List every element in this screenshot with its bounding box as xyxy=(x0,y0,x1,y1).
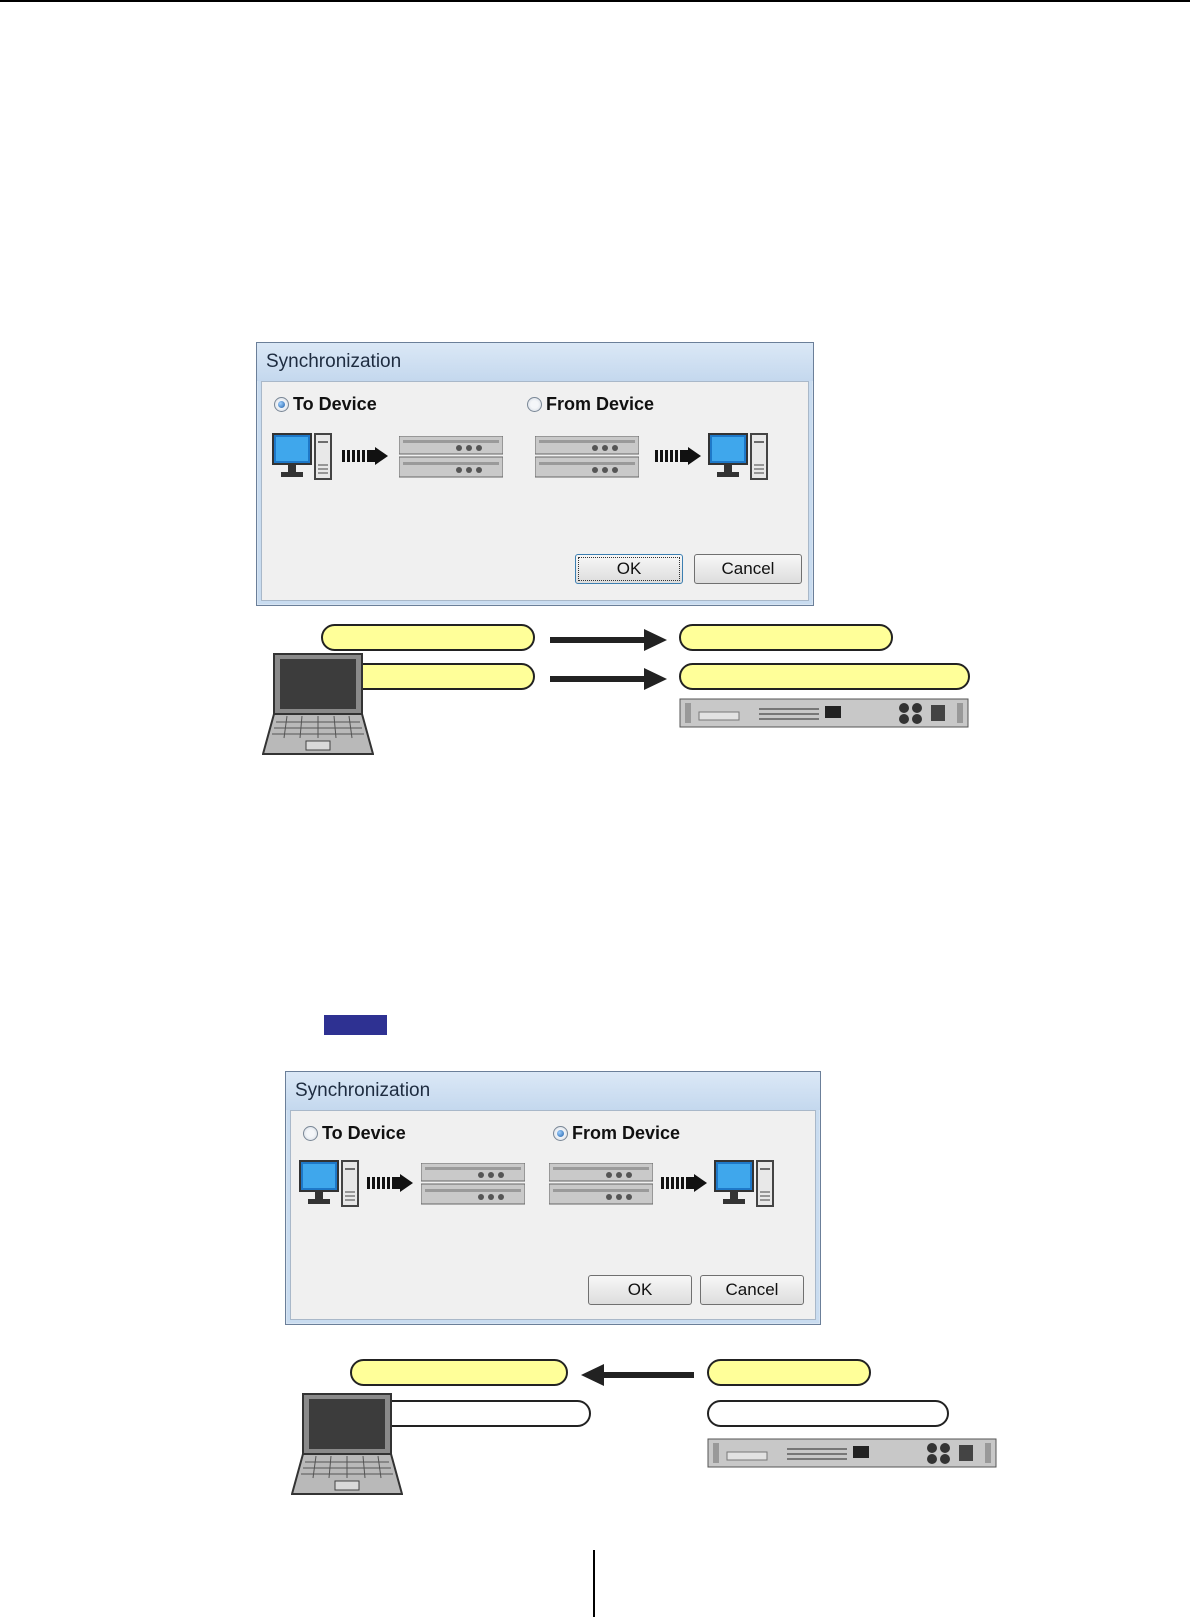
device-stack-icon xyxy=(399,436,503,478)
from-device-label: From Device xyxy=(572,1123,681,1143)
radio-selected-icon xyxy=(553,1126,568,1141)
desktop-pc-icon xyxy=(714,1160,774,1207)
to-device-label: To Device xyxy=(293,394,377,414)
device-stack-icon xyxy=(535,436,639,478)
synchronization-dialog-to-device: Synchronization To Device From Device xyxy=(256,342,814,606)
label-pill xyxy=(679,663,970,690)
ok-button[interactable]: OK xyxy=(588,1275,692,1305)
dashed-arrow-icon xyxy=(661,1174,707,1192)
label-pill xyxy=(707,1359,871,1386)
device-stack-icon xyxy=(549,1163,653,1205)
label-pill xyxy=(321,624,535,651)
rack-device-icon xyxy=(707,1438,997,1468)
laptop-icon xyxy=(291,1393,403,1495)
dashed-arrow-icon xyxy=(655,447,701,465)
from-device-radio[interactable]: From Device xyxy=(553,1123,680,1144)
arrow-icon xyxy=(550,629,667,651)
dialog-client-area: To Device From Device xyxy=(261,381,809,601)
dashed-arrow-icon xyxy=(367,1174,413,1192)
rack-device-icon xyxy=(679,698,969,728)
cancel-button[interactable]: Cancel xyxy=(694,554,802,584)
to-device-radio[interactable]: To Device xyxy=(274,394,377,415)
radio-unselected-icon xyxy=(303,1126,318,1141)
arrow-icon xyxy=(581,1364,694,1386)
from-device-radio[interactable]: From Device xyxy=(527,394,654,415)
device-stack-icon xyxy=(421,1163,525,1205)
dialog-title: Synchronization xyxy=(257,343,813,381)
label-pill xyxy=(679,624,893,651)
ok-button[interactable]: OK xyxy=(575,554,683,584)
to-device-radio[interactable]: To Device xyxy=(303,1123,406,1144)
dialog-client-area: To Device From Device xyxy=(290,1110,816,1320)
note-label xyxy=(324,1015,387,1035)
from-device-label: From Device xyxy=(546,394,655,414)
dialog-title: Synchronization xyxy=(286,1072,820,1110)
radio-selected-icon xyxy=(274,397,289,412)
dashed-arrow-icon xyxy=(342,447,388,465)
desktop-pc-icon xyxy=(708,433,768,480)
label-pill xyxy=(350,1359,568,1386)
to-device-label: To Device xyxy=(322,1123,406,1143)
top-rule xyxy=(0,0,1190,2)
desktop-pc-icon xyxy=(272,433,332,480)
page-divider xyxy=(593,1550,595,1617)
arrow-icon xyxy=(550,668,667,690)
synchronization-dialog-from-device: Synchronization To Device From Device xyxy=(285,1071,821,1325)
laptop-icon xyxy=(262,653,374,755)
desktop-pc-icon xyxy=(299,1160,359,1207)
radio-unselected-icon xyxy=(527,397,542,412)
cancel-button[interactable]: Cancel xyxy=(700,1275,804,1305)
label-pill xyxy=(707,1400,949,1427)
